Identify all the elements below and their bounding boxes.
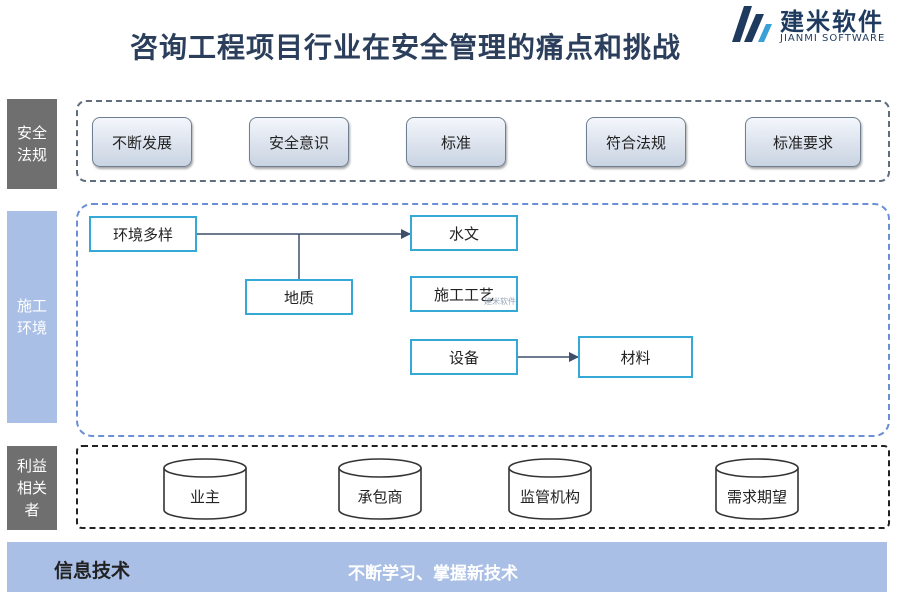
info-tech-description: 不断学习、掌握新技术 — [348, 564, 518, 584]
logo-name-en: JIANMI SOFTWARE — [780, 33, 886, 44]
stakeholder-label: 业主 — [189, 488, 220, 506]
page-title: 咨询工程项目行业在安全管理的痛点和挑战 — [130, 31, 682, 64]
node-materials: 材料 — [578, 336, 693, 378]
category-label: 利益相关者 — [16, 457, 47, 519]
stakeholder-label: 需求期望 — [726, 488, 787, 506]
stakeholder-label: 承包商 — [357, 488, 403, 506]
brand-logo: 建米软件 JIANMI SOFTWARE — [728, 2, 900, 46]
node-env-diversity: 环境多样 — [89, 216, 197, 252]
node-geology: 地质 — [245, 279, 353, 315]
stakeholder-cylinder: 监管机构 — [507, 458, 593, 520]
node-hydrology: 水文 — [410, 215, 518, 251]
category-label: 安全法规 — [16, 124, 47, 164]
stakeholder-cylinder: 业主 — [162, 458, 248, 520]
stakeholder-cylinder: 需求期望 — [714, 458, 800, 520]
regulation-item: 安全意识 — [249, 117, 349, 167]
info-tech-label: 信息技术 — [54, 560, 131, 582]
info-tech-banner — [7, 542, 887, 592]
regulation-item: 标准 — [406, 117, 506, 167]
regulation-item: 标准要求 — [745, 117, 861, 167]
category-label: 施工环境 — [16, 297, 47, 337]
stakeholder-label: 监管机构 — [519, 488, 580, 506]
safety-regulations-frame — [76, 100, 890, 182]
regulation-item: 不断发展 — [92, 117, 192, 167]
category-stakeholders: 利益相关者 — [7, 446, 57, 530]
category-safety-regulations: 安全法规 — [7, 99, 57, 189]
construction-environment-frame — [76, 203, 890, 437]
category-construction-environment: 施工环境 — [7, 211, 57, 423]
logo-mark-icon — [732, 6, 772, 42]
logo-name-cn: 建米软件 — [780, 8, 884, 36]
node-equipment: 设备 — [410, 339, 518, 375]
stakeholder-cylinder: 承包商 — [337, 458, 423, 520]
node-construction-process: 施工工艺 — [410, 276, 518, 312]
stakeholders-frame — [76, 445, 890, 529]
regulation-item: 符合法规 — [586, 117, 686, 167]
watermark: 建米软件 — [484, 297, 516, 306]
